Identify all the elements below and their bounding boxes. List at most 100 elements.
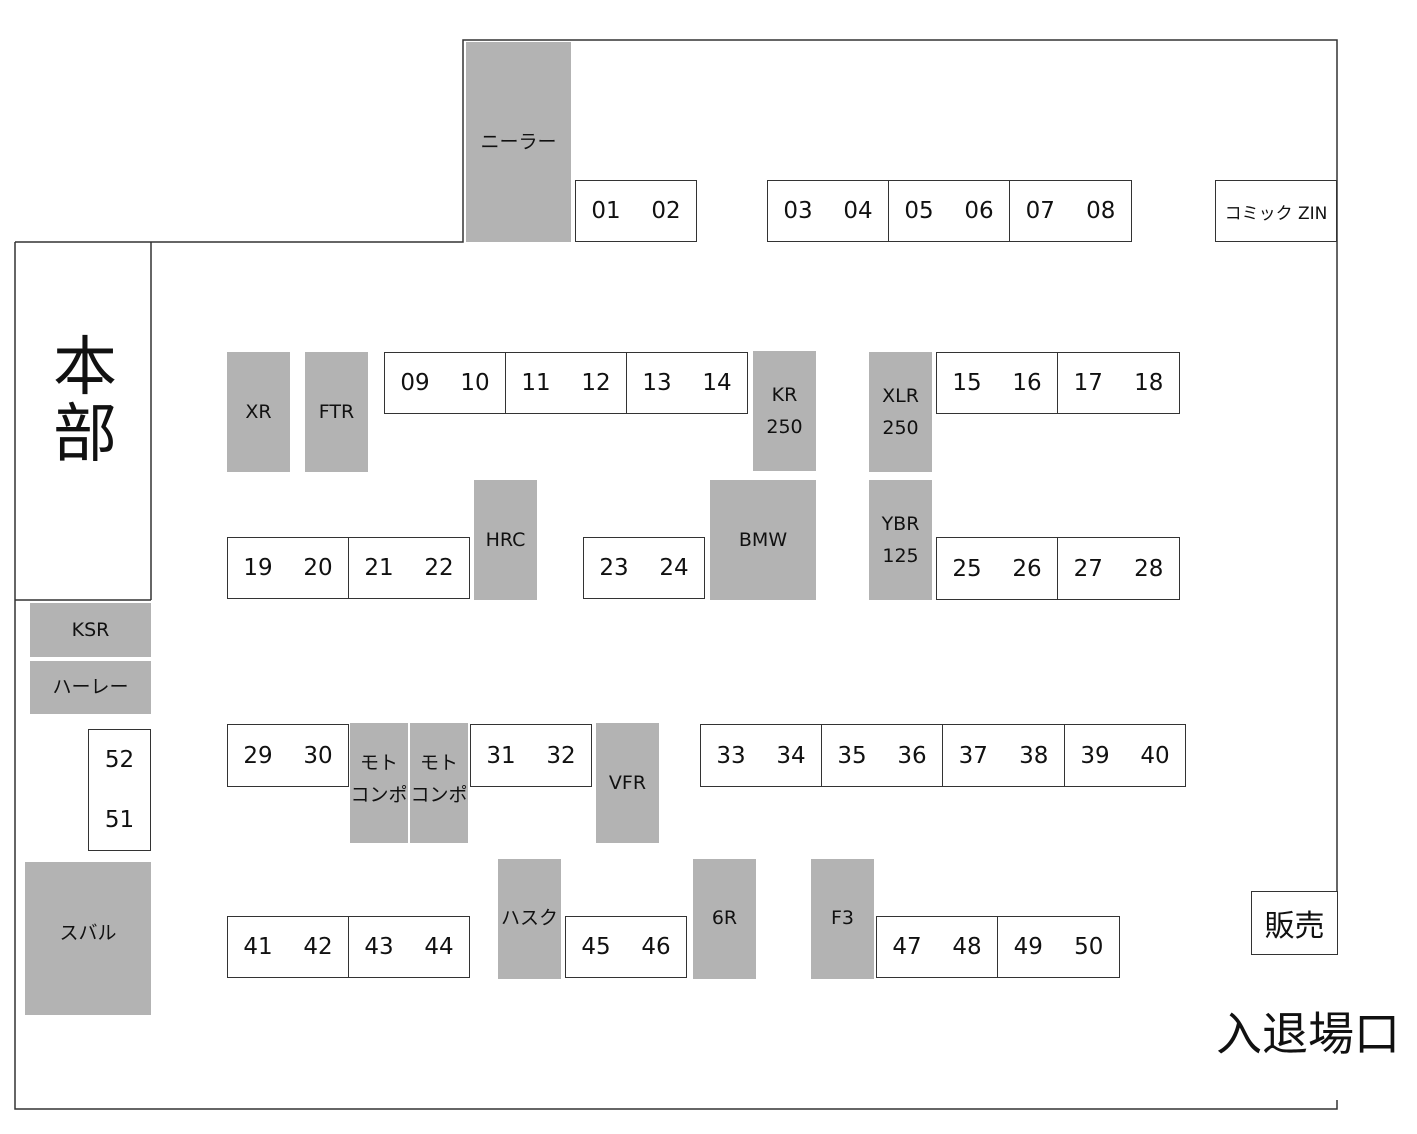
entrance-label: 入退場口 — [1216, 1007, 1400, 1061]
zone-label: KR 250 — [766, 383, 803, 438]
zone-motocompo-2[interactable]: モト コンポ — [410, 723, 468, 843]
booth-01-02[interactable]: 01 02 — [575, 180, 697, 242]
booth-23-24[interactable]: 23 24 — [583, 537, 705, 599]
comic-zin-booth[interactable]: コミック ZIN — [1215, 180, 1337, 242]
booth-number: 41 — [243, 934, 273, 960]
booth-number: 07 — [1025, 198, 1055, 224]
zone-label: HRC — [485, 529, 526, 551]
booth-number: 48 — [952, 934, 982, 960]
booth-number: 52 — [104, 747, 135, 773]
booth-number: 36 — [897, 742, 927, 769]
booth-52-51[interactable]: 52 51 — [88, 729, 151, 851]
booth-number: 26 — [1012, 555, 1042, 582]
zone-label: モト コンポ — [350, 752, 408, 807]
zone-label: ハーレー — [52, 676, 129, 699]
booth-number: 19 — [243, 555, 273, 581]
booth-number: 06 — [964, 198, 994, 224]
zone-label: KSR — [71, 618, 110, 641]
booth-number: 17 — [1073, 370, 1103, 396]
booth-31-32[interactable]: 31 32 — [470, 724, 592, 787]
booth-number: 12 — [581, 370, 611, 396]
zone-label: XLR 250 — [882, 384, 919, 439]
booth-35-36[interactable]: 35 36 — [821, 724, 943, 787]
booth-number: 27 — [1073, 555, 1103, 582]
booth-number: 23 — [599, 555, 629, 581]
booth-number: 15 — [952, 370, 982, 396]
booth-number: 34 — [776, 742, 806, 769]
zone-vfr[interactable]: VFR — [596, 723, 659, 843]
zone-kr250[interactable]: KR 250 — [753, 351, 816, 471]
zone-hrc[interactable]: HRC — [474, 480, 537, 600]
zone-harley[interactable]: ハーレー — [30, 661, 151, 714]
zone-label: VFR — [608, 771, 647, 794]
zone-label: ハスク — [500, 907, 558, 929]
zone-label: 販売 — [1264, 909, 1325, 944]
booth-number: 44 — [424, 934, 454, 960]
zone-label: 6R — [711, 907, 738, 929]
booth-number: 42 — [303, 934, 333, 960]
booth-number: 31 — [486, 742, 516, 769]
booth-number: 51 — [104, 807, 135, 833]
booth-39-40[interactable]: 39 40 — [1064, 724, 1186, 787]
zone-label: スバル — [59, 922, 117, 945]
booth-number: 32 — [546, 742, 576, 769]
booth-number: 03 — [783, 198, 813, 224]
zone-xr[interactable]: XR — [227, 352, 290, 472]
zone-ksr[interactable]: KSR — [30, 603, 151, 657]
booth-33-34[interactable]: 33 34 — [700, 724, 822, 787]
zone-motocompo-1[interactable]: モト コンポ — [350, 723, 408, 843]
zone-6r[interactable]: 6R — [693, 859, 756, 979]
booth-number: 33 — [716, 742, 746, 769]
shop-booth[interactable]: 販売 — [1251, 891, 1338, 955]
booth-number: 25 — [952, 555, 982, 582]
zone-label: コミック ZIN — [1224, 203, 1328, 224]
headquarters-label: 本部 — [53, 331, 117, 473]
zone-xlr250[interactable]: XLR 250 — [869, 352, 932, 472]
booth-number: 13 — [642, 370, 672, 396]
booth-number: 50 — [1074, 934, 1104, 960]
booth-number: 40 — [1140, 742, 1170, 769]
booth-number: 35 — [837, 742, 867, 769]
zone-husqvarna[interactable]: ハスク — [498, 859, 561, 979]
zone-bmw[interactable]: BMW — [710, 480, 816, 600]
booth-number: 18 — [1134, 370, 1164, 396]
booth-41-42[interactable]: 41 42 — [227, 916, 349, 978]
booth-number: 38 — [1019, 742, 1049, 769]
zone-f3[interactable]: F3 — [811, 859, 874, 979]
booth-number: 01 — [591, 198, 621, 224]
zone-ybr125[interactable]: YBR 125 — [869, 480, 932, 600]
booth-number: 24 — [659, 555, 689, 581]
booth-25-26[interactable]: 25 26 — [936, 537, 1058, 600]
booth-number: 39 — [1080, 742, 1110, 769]
booth-number: 30 — [303, 742, 333, 769]
zone-ftr[interactable]: FTR — [305, 352, 368, 472]
zone-label: ニーラー — [480, 130, 557, 153]
zone-label: FTR — [318, 400, 355, 423]
zone-label: BMW — [738, 529, 788, 551]
zone-label: モト コンポ — [410, 752, 468, 807]
zone-subaru[interactable]: スバル — [25, 862, 151, 1015]
zone-label: XR — [245, 400, 272, 423]
zone-dealer[interactable]: ニーラー — [466, 42, 571, 242]
booth-number: 02 — [651, 198, 681, 224]
booth-number: 16 — [1012, 370, 1042, 396]
